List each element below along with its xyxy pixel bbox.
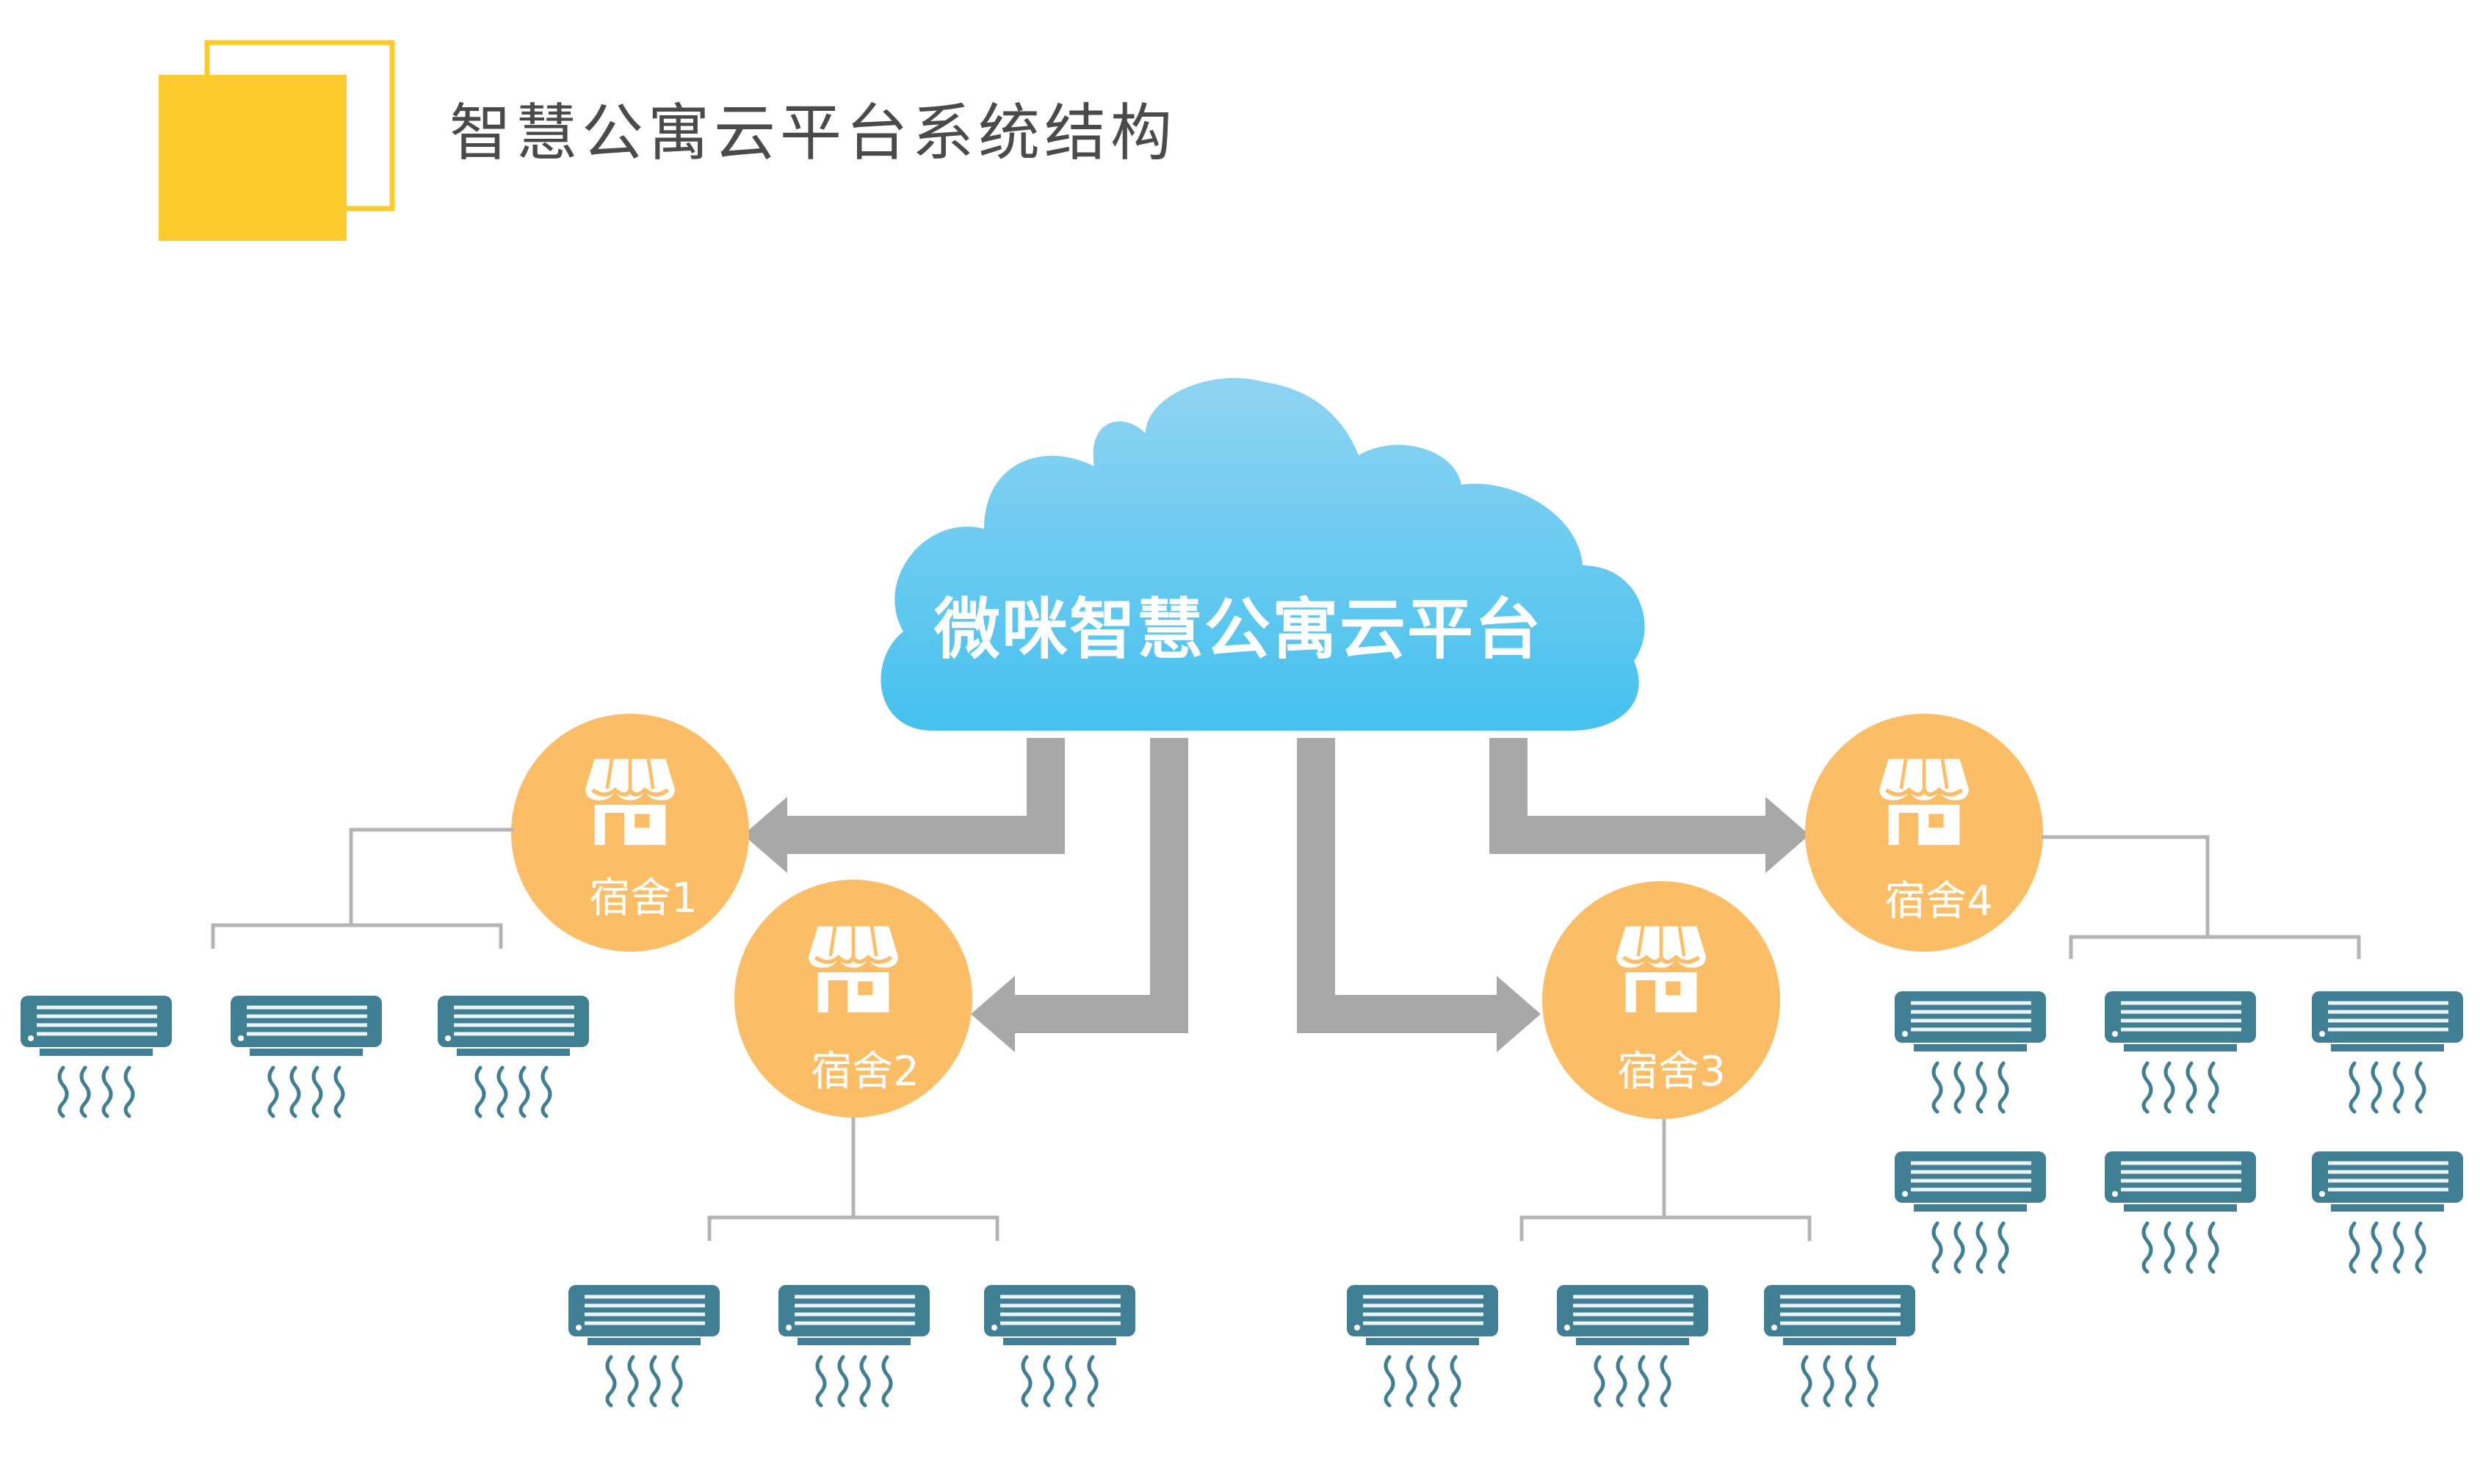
cloud-platform: 微咪智慧公寓云平台 <box>881 377 1645 731</box>
air-conditioner-icon <box>1557 1285 1708 1405</box>
dorm-node-3: 宿舍3 <box>1542 881 1780 1119</box>
arrow-to-dorm1 <box>743 738 1065 873</box>
dorm-label-2: 宿舍2 <box>811 1048 919 1096</box>
air-conditioner-icon <box>1895 991 2046 1112</box>
connector-lines-dorm2 <box>707 1118 999 1241</box>
air-conditioner-icon <box>984 1285 1135 1405</box>
dorm-label-4: 宿舍4 <box>1884 877 1993 925</box>
connector-lines-dorm3 <box>1519 1119 1812 1241</box>
dorm-label-1: 宿舍1 <box>589 875 698 922</box>
air-conditioner-icon <box>2105 1151 2256 1272</box>
connector-lines-dorm1 <box>211 828 514 949</box>
dorm-node-1: 宿舍1 <box>511 714 749 952</box>
air-conditioner-icon <box>231 996 382 1116</box>
air-conditioner-icon <box>21 996 172 1116</box>
dorm-label-3: 宿舍3 <box>1617 1048 1726 1096</box>
air-conditioner-icon <box>778 1285 930 1405</box>
page-title: 智慧公寓云平台系统结构 <box>449 97 1176 169</box>
arrow-to-dorm2 <box>971 738 1188 1052</box>
air-conditioner-icon <box>2105 991 2256 1112</box>
air-conditioner-icon <box>1895 1151 2046 1272</box>
connector-lines-dorm4 <box>2042 835 2361 959</box>
header-accent-logo <box>159 40 395 241</box>
dorm-node-4: 宿舍4 <box>1805 714 2043 952</box>
arrow-to-dorm4 <box>1489 738 1810 873</box>
air-conditioner-icon <box>1764 1285 1915 1405</box>
air-conditioner-icon <box>2312 1151 2463 1272</box>
air-conditioner-icon <box>438 996 589 1116</box>
air-conditioner-icon <box>2312 991 2463 1112</box>
arrow-to-dorm3 <box>1297 738 1541 1052</box>
air-conditioner-icon <box>1347 1285 1498 1405</box>
air-conditioner-icon <box>568 1285 720 1405</box>
dorm-node-2: 宿舍2 <box>734 880 972 1118</box>
cloud-label: 微咪智慧公寓云平台 <box>933 591 1542 668</box>
